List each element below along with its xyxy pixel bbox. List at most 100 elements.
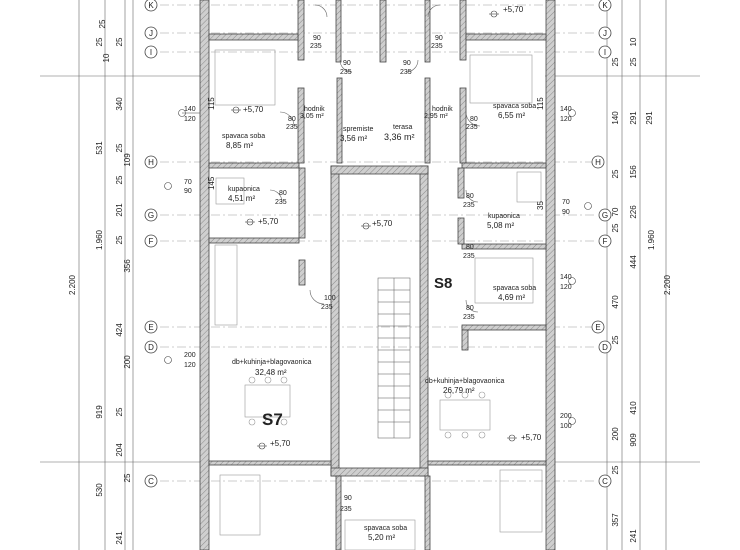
axis-marker-e: E <box>144 320 158 334</box>
door-9-80: 80 <box>466 244 474 251</box>
room-db-left-area: 32,48 m² <box>255 368 287 377</box>
dim-right-c1-1: 140 <box>611 111 620 125</box>
axis-g-label: G <box>148 211 154 220</box>
room-db-left-name: db+kuhinja+blagovaonica <box>232 359 312 366</box>
room-kupaonica-right-name: kupaonica <box>488 213 520 220</box>
axis-marker-k-right: K <box>598 0 612 12</box>
room-spavaca-bottom-area: 5,20 m² <box>368 533 395 542</box>
level-marker-5: +5,70 <box>257 439 291 450</box>
door-10-235: 235 <box>463 314 475 321</box>
dim-right-c1-0: 25 <box>611 57 620 66</box>
opening-left-70: 70 <box>184 179 192 186</box>
level-5-text: +5,70 <box>270 439 291 448</box>
level-marker-6: +5,70 <box>507 433 542 442</box>
door-12-235: 235 <box>340 506 352 513</box>
dim-left-c2-2: 201 <box>115 203 124 217</box>
axis-marker-h: H <box>144 155 158 169</box>
dim-right-c2-0: 25 <box>629 57 638 66</box>
opening-left-90: 90 <box>184 188 192 195</box>
level-6-text: +5,70 <box>521 433 542 442</box>
door-4-235: 235 <box>431 43 443 50</box>
room-spavaca-bottom-name: spavaca soba <box>364 525 407 532</box>
dim-right-c2-2: 291 <box>629 111 638 125</box>
dim-left-c3-9: 25 <box>115 407 124 416</box>
door-5-235: 235 <box>286 124 298 131</box>
dim-left-c2-1: 531 <box>95 141 104 155</box>
door-4-90: 90 <box>435 35 443 42</box>
level-marker-3: +5,70 <box>245 217 279 226</box>
dim-right-c2-5: 444 <box>629 255 638 269</box>
dim-left-c2-3: 356 <box>123 259 132 273</box>
opening-right2-120: 120 <box>560 284 572 291</box>
axis-marker-d: D <box>144 340 158 354</box>
axis-j-label-right: J <box>603 29 607 38</box>
axis-k-label: K <box>148 1 154 10</box>
axis-h-label-right: H <box>595 158 601 167</box>
door-2-235: 235 <box>340 69 352 76</box>
dim-left-c2-4: 424 <box>115 323 124 337</box>
axis-f-label-right: F <box>603 237 608 246</box>
dim-left-c2-6: 530 <box>95 483 104 497</box>
dim-right-c1-9: 357 <box>611 513 620 527</box>
door-13-115: 115 <box>207 97 216 110</box>
dimension-text-right: 2.200 1.960 25 140 25 25 70 470 25 200 2… <box>611 37 672 543</box>
level-2-text: +5,70 <box>243 105 264 114</box>
door-3-90: 90 <box>403 60 411 67</box>
dim-left-c3-2: 25 <box>98 19 107 28</box>
axis-marker-d-right: D <box>598 340 612 354</box>
door-5-80: 80 <box>288 116 296 123</box>
opening-right-70: 70 <box>562 199 570 206</box>
unit-s7-label: S7 <box>262 410 283 429</box>
room-spavaca-right2-area: 4,69 m² <box>498 293 525 302</box>
opening-left-120b: 120 <box>184 362 196 369</box>
door-7-235: 235 <box>275 199 287 206</box>
axis-i-label-right: I <box>604 48 606 57</box>
dimension-lines-right <box>545 0 700 550</box>
axis-marker-i-right: I <box>598 45 612 59</box>
axis-markers-right: K J I H G F E D C <box>591 0 612 488</box>
axis-marker-g-right: G <box>598 208 612 222</box>
dim-right-c1-5: 470 <box>611 295 620 309</box>
room-hodnik-right-name: hodnik <box>432 106 453 113</box>
axis-marker-g: G <box>144 208 158 222</box>
axis-i-label: I <box>150 48 152 57</box>
level-marker-2: +5,70 <box>231 105 264 114</box>
room-spavaca-left-area: 8,85 m² <box>226 141 253 150</box>
dim-left-c3-12: 241 <box>115 531 124 545</box>
door-swings <box>269 4 481 313</box>
dim-right-c1-3: 25 <box>611 223 620 232</box>
door-16-115: 115 <box>536 97 545 110</box>
opening-right-120: 120 <box>560 116 572 123</box>
room-db-right-name: db+kuhinja+blagovaonica <box>425 378 505 385</box>
dim-left-c3-3: 340 <box>115 97 124 111</box>
room-hodnik-left-area: 3,05 m² <box>300 113 324 120</box>
opening-left-120: 120 <box>184 116 196 123</box>
walls <box>199 0 556 550</box>
axis-c-label: C <box>148 477 154 486</box>
door-1-235: 235 <box>310 43 322 50</box>
opening-left-140: 140 <box>184 106 196 113</box>
grid-axis-lines <box>160 4 595 482</box>
door-8-80: 80 <box>466 193 474 200</box>
dim-right-c2-1: 10 <box>629 37 638 46</box>
dim-right-c1-8: 25 <box>611 465 620 474</box>
door-7-80: 80 <box>279 190 287 197</box>
axis-j-label: J <box>149 29 153 38</box>
dim-left-outer: 2.200 <box>68 274 77 295</box>
dim-left-mid: 1.960 <box>95 229 104 250</box>
room-labels: hodnik 3,05 m² hodnik 2,95 m² spremiste … <box>222 103 536 542</box>
room-spavaca-left-name: spavaca soba <box>222 133 265 140</box>
dim-right-c1-2: 25 <box>611 169 620 178</box>
door-6-80: 80 <box>470 116 478 123</box>
axis-marker-c: C <box>144 474 158 488</box>
door-14-145: 145 <box>207 176 216 190</box>
axis-marker-e-right: E <box>591 320 605 334</box>
axis-e-label: E <box>148 323 153 332</box>
dimension-text-left: 2.200 1.960 25 531 201 356 424 919 530 2… <box>68 19 132 545</box>
dim-left-c3-8: 200 <box>123 355 132 369</box>
door-2-90: 90 <box>343 60 351 67</box>
unit-s8-label: S8 <box>434 275 452 292</box>
door-8-235: 235 <box>463 202 475 209</box>
door-9-235: 235 <box>463 253 475 260</box>
dim-right-c2-3: 156 <box>629 165 638 179</box>
